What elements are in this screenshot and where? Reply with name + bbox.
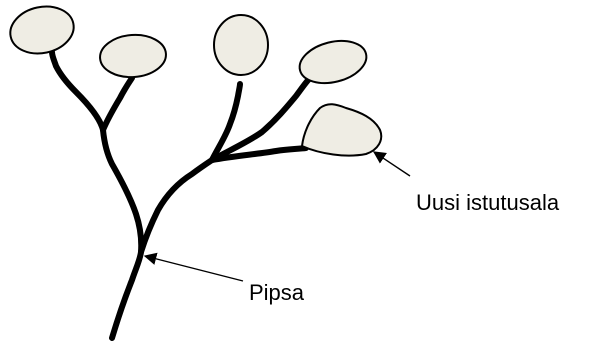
main-trunk	[100, 127, 145, 341]
arrow-pipsa	[143, 252, 244, 282]
pod-far-left	[9, 5, 75, 55]
right-stem-upper	[209, 81, 243, 163]
label-pipsa: Pipsa	[249, 280, 305, 305]
label-new-planting-area: Uusi istutusala	[416, 190, 560, 215]
right-stem-second	[209, 75, 313, 163]
left-stem-upper	[49, 49, 106, 133]
pod-center	[213, 14, 269, 76]
right-stem-third	[209, 145, 309, 163]
pod-right	[298, 39, 368, 85]
pod-new-planting-area	[300, 103, 383, 157]
left-stem-second	[100, 75, 135, 133]
pod-second-left	[99, 33, 167, 79]
right-main-branch	[138, 157, 215, 255]
arrow-new-planting-area	[372, 151, 411, 177]
